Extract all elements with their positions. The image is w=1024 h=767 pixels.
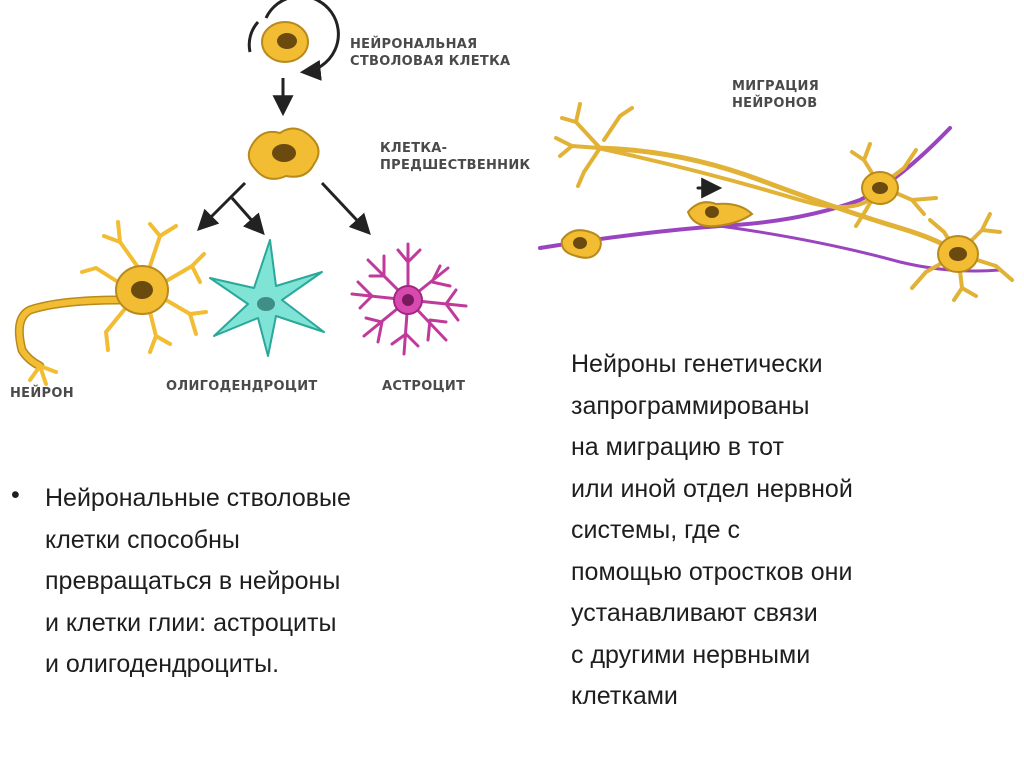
- label-precursor-line-2: ПРЕДШЕСТВЕННИК: [380, 158, 531, 173]
- bullet-marker: •: [11, 481, 20, 509]
- label-migration: МИГРАЦИЯ НЕЙРОНОВ: [732, 78, 819, 112]
- left-paragraph-line-1: Нейрональные стволовые: [45, 484, 351, 512]
- label-migration-line-1: МИГРАЦИЯ: [732, 79, 820, 94]
- label-stem-cell-line-1: НЕЙРОНАЛЬНАЯ: [350, 37, 478, 52]
- left-paragraph-line-3: превращаться в нейроны: [45, 567, 341, 595]
- arrow-to-astrocyte-icon: [320, 181, 371, 236]
- stem-cell: [261, 21, 309, 63]
- label-neuron: НЕЙРОН: [10, 386, 74, 401]
- arrow-to-oligodendrocyte-icon: [230, 197, 265, 236]
- arrow-to-neuron-icon: [197, 181, 247, 231]
- neuron-cell: [14, 220, 208, 386]
- neuron-axon: [595, 145, 963, 257]
- label-oligodendrocyte: ОЛИГОДЕНДРОЦИТ: [166, 379, 318, 394]
- label-stem-cell-line-2: СТВОЛОВАЯ КЛЕТКА: [350, 54, 511, 69]
- self-renewal-arrow-tail-icon: [247, 20, 260, 53]
- right-paragraph-line-4: или иной отдел нервной: [571, 474, 853, 503]
- label-stem-cell: НЕЙРОНАЛЬНАЯ СТВОЛОВАЯ КЛЕТКА: [350, 36, 510, 70]
- label-migration-line-2: НЕЙРОНОВ: [732, 96, 818, 111]
- label-precursor-line-1: КЛЕТКА-: [380, 141, 448, 156]
- target-neuron-upper: [861, 171, 899, 205]
- glial-fiber: [538, 126, 952, 250]
- precursor-cell: [247, 127, 320, 180]
- left-paragraph-line-2: клетки способны: [45, 525, 240, 554]
- right-paragraph-line-9: клетками: [571, 682, 678, 710]
- right-paragraph-line-1: Нейроны генетически: [571, 350, 823, 378]
- migrating-neuron-center: [686, 201, 754, 228]
- right-paragraph-line-6: помощью отростков они: [571, 557, 853, 586]
- target-neuron-lower: [937, 235, 979, 273]
- right-paragraph-line-8: с другими нервными: [571, 640, 811, 669]
- left-paragraph-line-5: и олигодендроциты.: [45, 650, 280, 678]
- left-paragraph: Нейрональные стволовые клетки способны пре…: [45, 478, 351, 686]
- left-paragraph-line-4: и клетки глии: астроциты: [45, 608, 337, 637]
- label-precursor: КЛЕТКА- ПРЕДШЕСТВЕННИК: [380, 140, 530, 174]
- right-paragraph: Нейроны генетически запрограммированы на м…: [571, 344, 853, 718]
- right-paragraph-line-5: системы, где с: [571, 516, 741, 544]
- self-renewal-arrow-icon: [264, 0, 340, 81]
- right-paragraph-line-7: устанавливают связи: [571, 599, 818, 627]
- right-paragraph-line-3: на миграцию в тот: [571, 433, 784, 461]
- neuron-migration-illustration: [538, 102, 1014, 302]
- astrocyte-cell: [350, 242, 468, 356]
- oligodendrocyte-cell: [209, 239, 325, 357]
- migrating-neuron-left: [560, 229, 602, 259]
- right-paragraph-line-2: запрограммированы: [571, 391, 810, 420]
- label-astrocyte: АСТРОЦИТ: [382, 379, 466, 394]
